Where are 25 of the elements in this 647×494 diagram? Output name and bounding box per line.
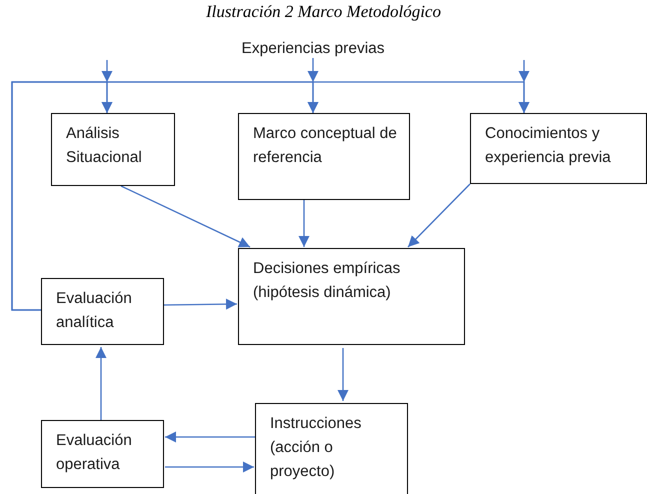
box-text: Decisiones empíricas (hipótesis dinámica) [253,259,402,303]
process-box [41,278,164,345]
arrow [164,298,237,310]
process-box [51,113,175,186]
box-text: Marco conceptual de referencia [253,124,398,168]
arrow [408,184,470,248]
box-text: Conocimientos y experiencia previa [485,124,612,168]
arrow [338,348,348,401]
process-box [238,113,410,200]
figure-title: Ilustración 2 Marco Metodológico [205,2,442,22]
box-text: Instrucciones (acción o proyecto) [270,414,362,482]
process-box [255,403,408,494]
arrow [165,432,255,442]
arrow [96,347,106,420]
arrow [165,462,254,472]
box-text: Análisis Situacional [66,124,143,168]
box-text: Evaluación operativa [56,431,133,475]
process-box [41,420,164,488]
arrow [11,81,530,311]
process-box [238,248,465,345]
arrow [120,185,250,248]
process-box [470,113,647,184]
arrow [298,200,310,247]
box-text: Evaluación analítica [56,289,133,333]
input-label: Experiencias previas [242,40,385,58]
